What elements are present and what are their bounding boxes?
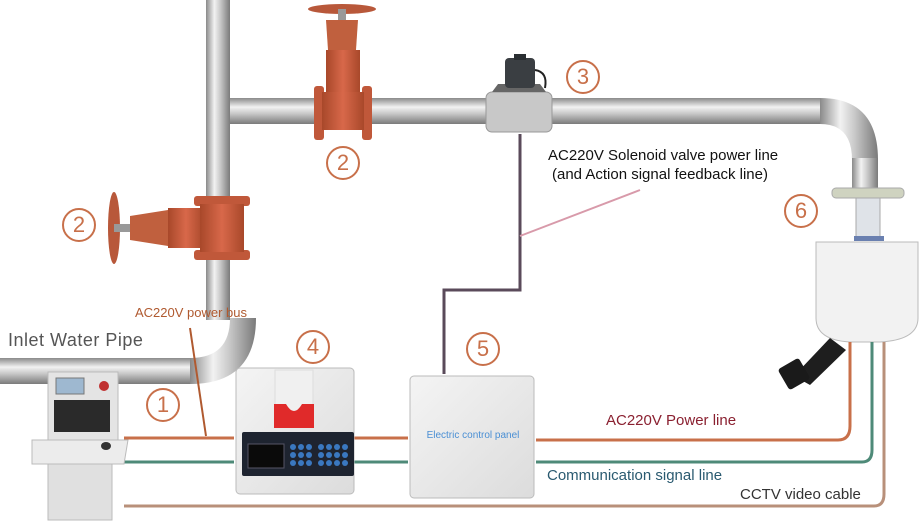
keypad-key: [334, 460, 340, 466]
solenoid-feedback-label: (and Action signal feedback line): [552, 166, 768, 183]
keypad-key: [318, 444, 324, 450]
marker-3: 3: [566, 60, 600, 94]
keypad-key: [334, 444, 340, 450]
solenoid-line-pointer: [519, 189, 641, 237]
keypad-key: [290, 444, 296, 450]
keypad-key: [306, 460, 312, 466]
solenoid-power-wire: [442, 134, 522, 374]
keypad-key: [342, 452, 348, 458]
solenoid-line-label: AC220V Solenoid valve power line: [548, 147, 779, 164]
marker-6: 6: [784, 194, 818, 228]
keypad-key: [290, 452, 296, 458]
gate-valve-top: [308, 4, 376, 140]
cctv-cable: [124, 342, 886, 508]
power-line-label: AC220V Power line: [606, 412, 737, 429]
power-bus-pointer: [189, 327, 207, 437]
communication-line: [124, 342, 874, 464]
keypad-key: [342, 460, 348, 466]
keypad-key: [306, 444, 312, 450]
keypad-key: [334, 452, 340, 458]
keypad-key: [326, 460, 332, 466]
control-console: [31, 371, 129, 521]
communication-line-label: Communication signal line: [547, 467, 723, 484]
electric-control-panel: [409, 375, 535, 499]
inlet-pipe-label: Inlet Water Pipe: [8, 330, 144, 350]
solenoid-valve: [485, 54, 553, 133]
gate-valve-left: [108, 192, 250, 264]
keypad-key: [306, 452, 312, 458]
keypad-key: [318, 452, 324, 458]
keypad-key: [298, 444, 304, 450]
cctv-cable-label: CCTV video cable: [740, 486, 861, 503]
keypad-key: [326, 452, 332, 458]
marker-4: 4: [296, 330, 330, 364]
marker-2-top: 2: [326, 146, 360, 180]
keypad-key: [318, 460, 324, 466]
control-panel-label: Electric control panel: [426, 430, 520, 441]
cables: [124, 134, 886, 508]
keypad-key: [298, 452, 304, 458]
marker-1: 1: [146, 388, 180, 422]
keypad-key: [290, 460, 296, 466]
keypad-key: [298, 460, 304, 466]
inlet-water-pipe: [0, 0, 256, 384]
power-line: [124, 342, 852, 442]
keypad-key: [342, 444, 348, 450]
marker-2-left: 2: [62, 208, 96, 242]
power-bus-label: AC220V power bus: [135, 305, 248, 320]
marker-5: 5: [466, 332, 500, 366]
alarm-controller: [235, 367, 355, 495]
fire-monitor: [778, 187, 919, 390]
keypad-key: [326, 444, 332, 450]
